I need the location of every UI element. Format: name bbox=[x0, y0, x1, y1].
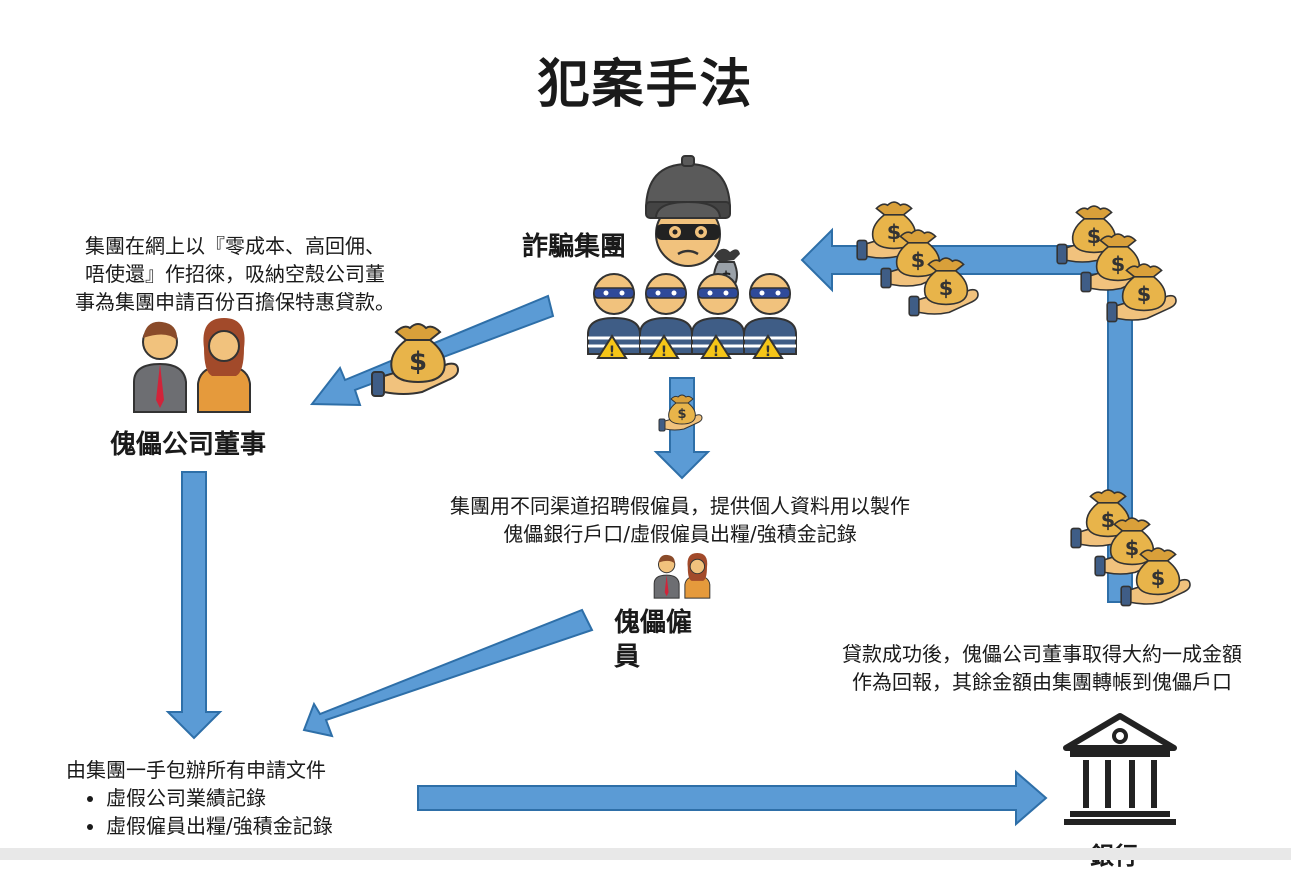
employee-description-line: 集團用不同渠道招聘假僱員，提供個人資料用以製作 bbox=[450, 494, 910, 518]
documents-list: 由集團一手包辦所有申請文件 虛假公司業績記錄 虛假僱員出糧/強積金記錄 bbox=[66, 756, 333, 840]
criminal-group-icon: !!!! bbox=[586, 272, 798, 360]
business-people-icon bbox=[653, 553, 711, 599]
employee-label-line: 員 bbox=[614, 642, 641, 672]
employee-description: 集團用不同渠道招聘假僱員，提供個人資料用以製作 傀儡銀行戶口/虛假僱員出糧/強積… bbox=[400, 492, 960, 548]
employee-description-line: 傀儡銀行戶口/虛假僱員出糧/強積金記錄 bbox=[503, 522, 857, 546]
director-label: 傀儡公司董事 bbox=[110, 430, 267, 460]
svg-text:!: ! bbox=[713, 344, 719, 360]
director-description-line: 集團在網上以『零成本、高回佣、 bbox=[85, 234, 385, 258]
svg-text:!: ! bbox=[609, 344, 615, 360]
fraud-group-label: 詐騙集團 bbox=[522, 232, 627, 262]
money-bag-hand-icon bbox=[658, 394, 703, 432]
arrow-to-group-top bbox=[800, 227, 1123, 293]
employee-label-line: 傀儡僱 bbox=[614, 608, 693, 638]
bank-icon bbox=[1063, 713, 1177, 825]
documents-heading: 由集團一手包辦所有申請文件 bbox=[66, 758, 326, 782]
director-description-line: 唔使還』作招徠，吸納空殼公司董 bbox=[85, 262, 385, 286]
svg-text:!: ! bbox=[661, 344, 667, 360]
documents-item: 虛假公司業績記錄 bbox=[106, 784, 333, 812]
director-description-line: 事為集團申請百份百擔保特惠貸款。 bbox=[75, 290, 395, 314]
payout-description-line: 作為回報，其餘金額由集團轉帳到傀儡戶口 bbox=[852, 670, 1232, 694]
arrow-employee-to-documents bbox=[302, 608, 594, 738]
svg-text:!: ! bbox=[765, 344, 771, 360]
employee-label: 傀儡僱 員 bbox=[614, 606, 692, 674]
money-bag-hand-icon bbox=[371, 323, 459, 397]
page-title: 犯案手法 bbox=[537, 55, 754, 115]
arrow-director-to-documents bbox=[165, 471, 223, 740]
documents-item: 虛假僱員出糧/強積金記錄 bbox=[106, 812, 333, 840]
payout-description-line: 貸款成功後，傀儡公司董事取得大約一成金額 bbox=[842, 642, 1242, 666]
bottom-bar bbox=[0, 848, 1291, 860]
arrow-documents-to-bank bbox=[417, 769, 1048, 827]
business-people-icon bbox=[133, 318, 251, 413]
director-description: 集團在網上以『零成本、高回佣、 唔使還』作招徠，吸納空殼公司董 事為集團申請百份… bbox=[40, 232, 430, 316]
robber-icon: $ bbox=[644, 155, 740, 292]
payout-description: 貸款成功後，傀儡公司董事取得大約一成金額 作為回報，其餘金額由集團轉帳到傀儡戶口 bbox=[800, 640, 1284, 696]
